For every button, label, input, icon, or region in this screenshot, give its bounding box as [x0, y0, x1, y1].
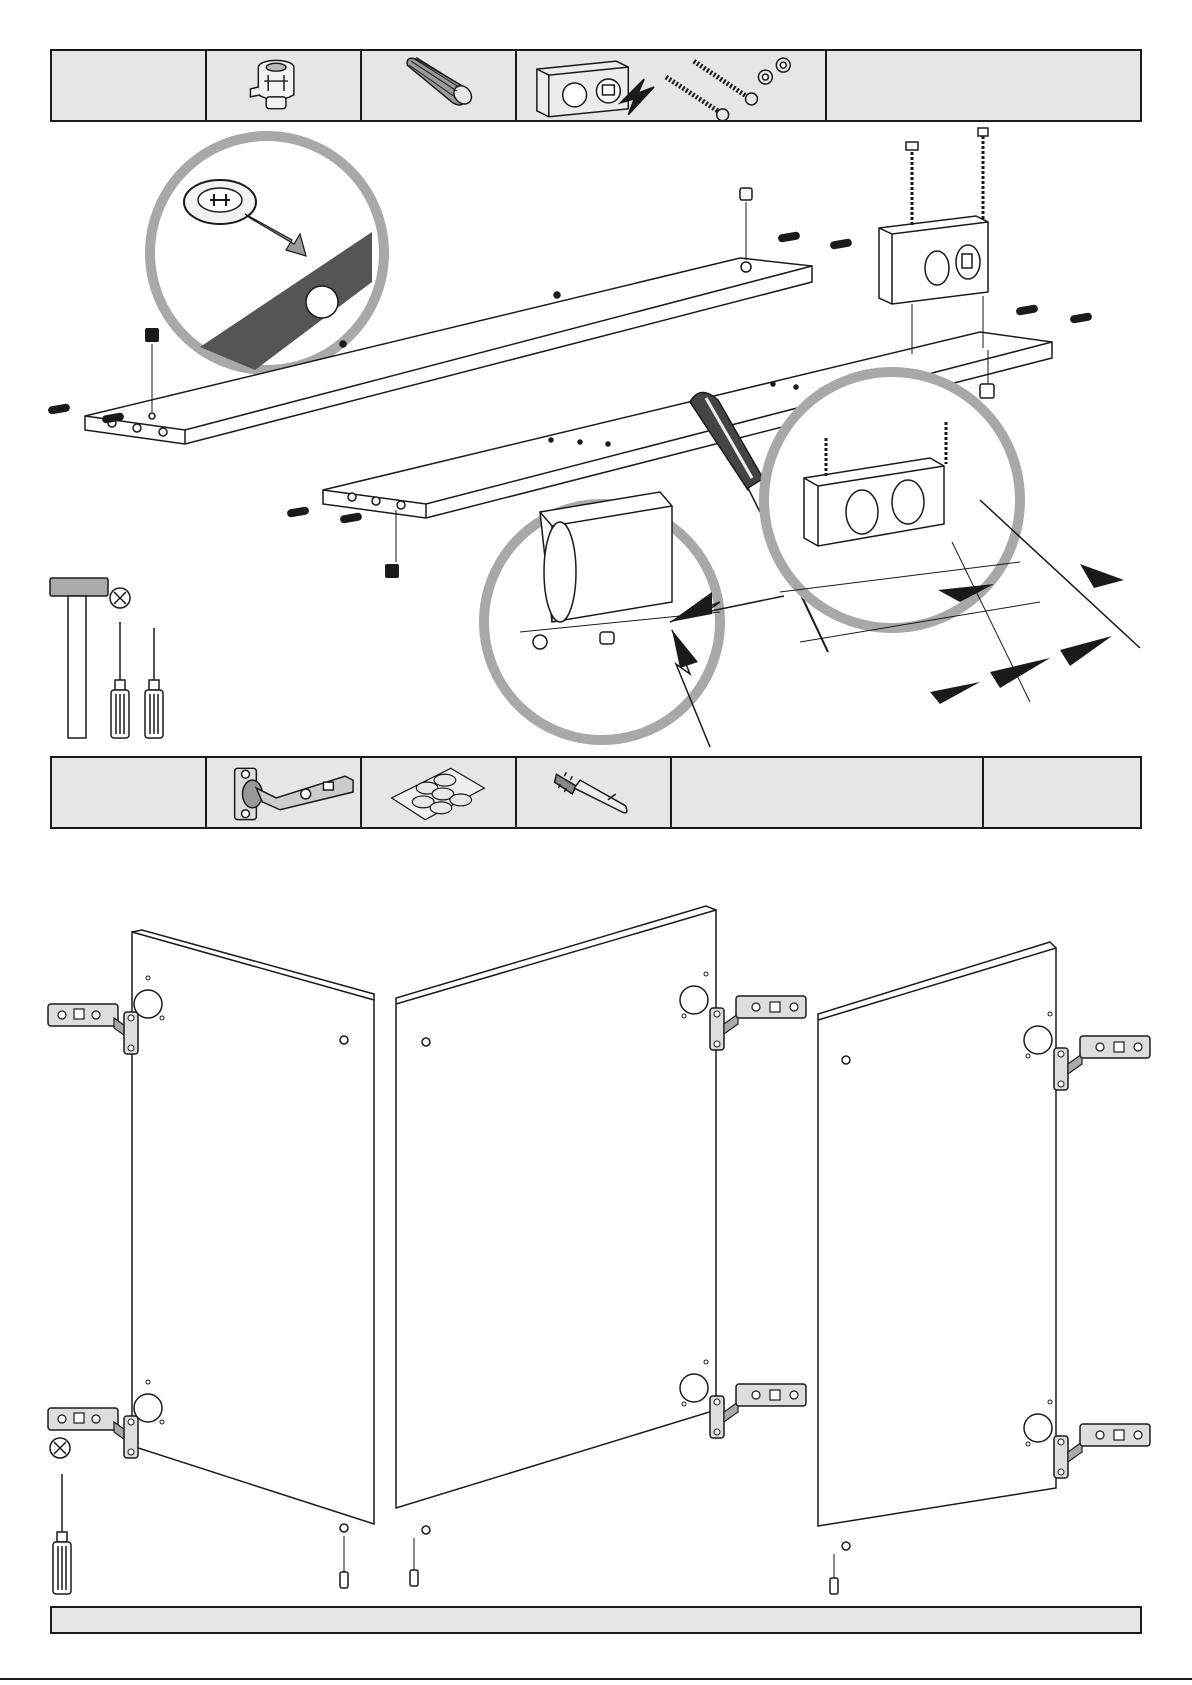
cam-lock-insertion-detail	[150, 136, 384, 370]
assembly-step-lower	[0, 890, 1192, 1606]
mounting-bracket-with-screws-icon	[517, 51, 825, 120]
parts-cell-felt-pads	[362, 758, 517, 827]
flat-screwdriver-icon	[145, 628, 163, 738]
parts-cell-expansion-dowel	[517, 758, 672, 827]
parts-table-middle	[50, 756, 1142, 829]
parts-cell-blank	[827, 51, 1139, 120]
felt-pads-sheet-icon	[362, 758, 515, 827]
parts-cell-blank	[52, 51, 207, 120]
parts-cell-hinge	[207, 758, 362, 827]
hammer-icon	[50, 578, 108, 738]
bottom-bar	[50, 1606, 1142, 1634]
concealed-hinge-icon	[207, 758, 360, 827]
parts-table-top	[50, 49, 1142, 122]
door-panel-right	[818, 942, 1056, 1594]
expansion-dowel-icon	[517, 758, 670, 827]
crossed-circle-icon	[110, 588, 130, 608]
parts-cell-cam-lock	[207, 51, 362, 120]
parts-cell-blank	[984, 758, 1140, 827]
tool-set-lower	[50, 1438, 71, 1594]
tool-set-upper	[50, 578, 163, 738]
wall-bracket	[879, 128, 988, 354]
assembly-step-upper	[0, 122, 1192, 756]
phillips-screwdriver-icon	[53, 1474, 71, 1594]
wooden-dowel-icon	[362, 51, 515, 120]
page-footer-line	[0, 1678, 1192, 1680]
bracket-screwing-detail	[764, 372, 1140, 704]
crossed-circle-icon	[50, 1438, 70, 1458]
bracket-alignment-detail	[484, 492, 784, 747]
phillips-screwdriver-icon	[111, 622, 129, 738]
parts-cell-blank	[672, 758, 984, 827]
parts-cell-bracket-screws	[517, 51, 827, 120]
parts-cell-blank	[52, 758, 207, 827]
door-panel-middle	[396, 906, 716, 1586]
cam-lock-icon	[207, 51, 360, 120]
parts-cell-dowel	[362, 51, 517, 120]
door-panel-left	[132, 930, 374, 1588]
